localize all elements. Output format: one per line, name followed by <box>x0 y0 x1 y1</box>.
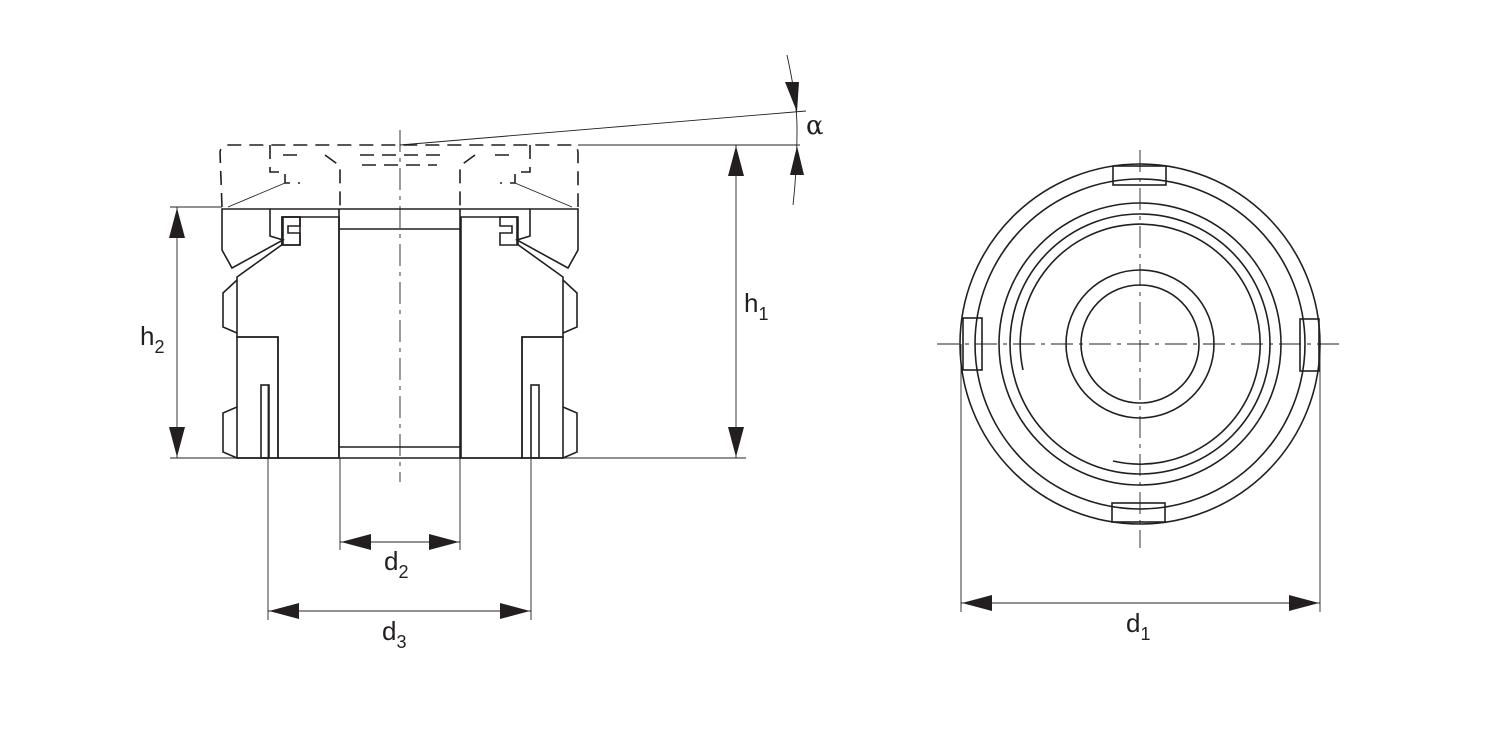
h1-subscript: 1 <box>758 304 768 324</box>
spiral-arc <box>1019 223 1261 465</box>
dimension-h2: h2 <box>140 206 237 459</box>
groove-notch-left <box>281 216 301 246</box>
d1-label: d <box>1126 608 1140 638</box>
svg-text:h2: h2 <box>140 321 164 357</box>
bore <box>237 208 563 459</box>
d3-label: d <box>382 616 396 646</box>
d3-subscript: 3 <box>396 632 406 652</box>
h2-label: h <box>140 321 154 351</box>
dimension-alpha: α <box>399 54 824 206</box>
dashed-outline <box>219 144 579 208</box>
svg-text:d1: d1 <box>1126 608 1150 644</box>
h2-subscript: 2 <box>154 337 164 357</box>
dimension-d1: d1 <box>960 344 1321 644</box>
tab-bottom <box>1111 502 1166 523</box>
alpha-label: α <box>806 111 824 141</box>
d2-label: d <box>384 546 398 576</box>
dashed-inner-features <box>227 145 573 208</box>
dimension-d2: d2 <box>339 458 461 582</box>
d1-subscript: 1 <box>1140 624 1150 644</box>
svg-text:d3: d3 <box>382 616 406 652</box>
sleeve-left <box>236 336 279 459</box>
section-view <box>219 130 579 482</box>
section-right-half <box>460 208 579 459</box>
tab-right <box>1299 318 1320 372</box>
clamp-ring-left <box>221 208 286 270</box>
tab-top <box>1112 165 1167 186</box>
dimension-h1: h1 <box>563 144 800 459</box>
top-view <box>937 150 1345 548</box>
section-left-half <box>221 208 340 459</box>
svg-text:h1: h1 <box>744 288 768 324</box>
d2-subscript: 2 <box>398 562 408 582</box>
svg-text:d2: d2 <box>384 546 408 582</box>
h1-label: h <box>744 288 758 318</box>
dimension-d3: d3 <box>267 385 532 652</box>
